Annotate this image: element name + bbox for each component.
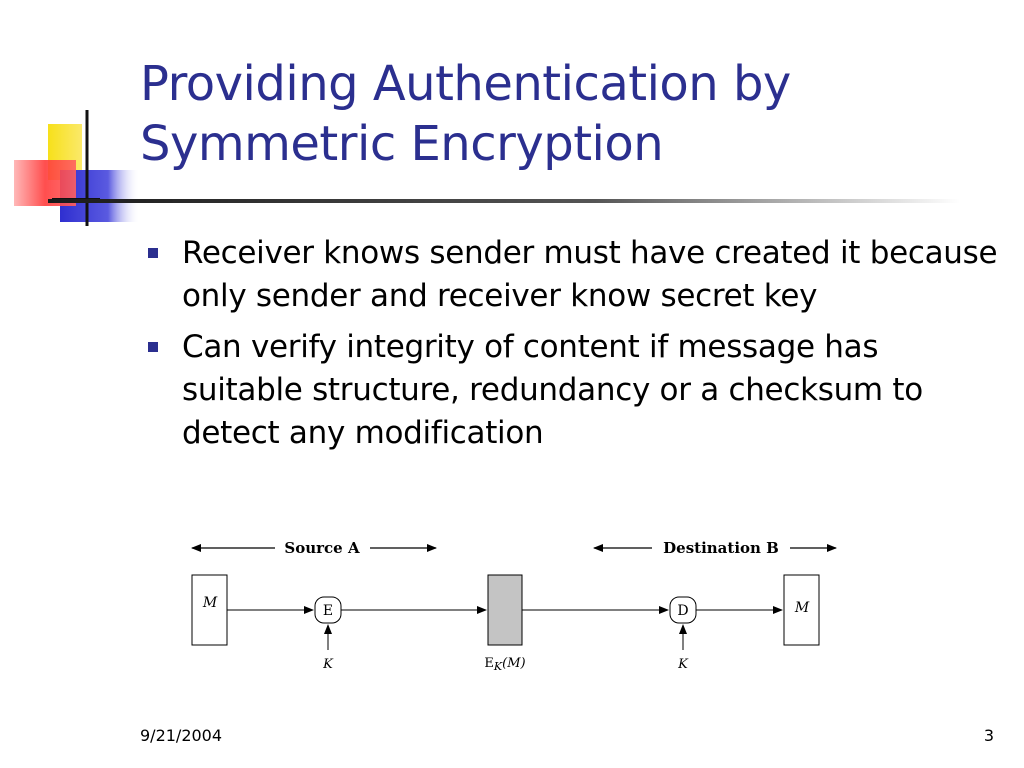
key-label-encrypt: K — [322, 657, 334, 672]
footer-date: 9/21/2004 — [140, 726, 223, 745]
destination-label: Destination B — [663, 539, 779, 557]
ciphertext-label: EK(M) — [484, 656, 525, 673]
symmetric-encryption-diagram: Source A Destination B M E K EK(M) D K M — [191, 539, 837, 673]
bullet-text: Receiver knows sender must have created … — [182, 235, 998, 314]
slide-title: Providing Authentication by Symmetric En… — [140, 54, 1010, 174]
source-label: Source A — [284, 539, 360, 557]
bullet-text: Can verify integrity of content if messa… — [182, 329, 923, 451]
slide-title-line-1: Providing Authentication by — [140, 56, 791, 112]
message-label-source: M — [202, 595, 218, 611]
key-label-decrypt: K — [677, 657, 689, 672]
bullet-item: Receiver knows sender must have created … — [146, 232, 1006, 318]
ciphertext-argument: (M) — [502, 656, 525, 671]
encrypt-symbol: E — [323, 603, 333, 619]
ciphertext-function: E — [484, 656, 494, 671]
slide-corner-decoration — [14, 110, 140, 226]
ciphertext-box — [487, 574, 523, 646]
bullet-square-icon — [148, 248, 158, 258]
message-label-destination: M — [794, 600, 810, 616]
title-underline — [48, 199, 960, 203]
ciphertext-key-subscript: K — [493, 660, 503, 673]
decrypt-symbol: D — [677, 603, 688, 619]
bullet-item: Can verify integrity of content if messa… — [146, 326, 1006, 455]
footer-page-number: 3 — [983, 726, 994, 745]
slide-title-line-2: Symmetric Encryption — [140, 116, 664, 172]
message-box-destination — [783, 574, 820, 646]
bullet-square-icon — [148, 342, 158, 352]
bullet-list: Receiver knows sender must have created … — [146, 232, 1006, 463]
message-box-source — [191, 574, 228, 646]
